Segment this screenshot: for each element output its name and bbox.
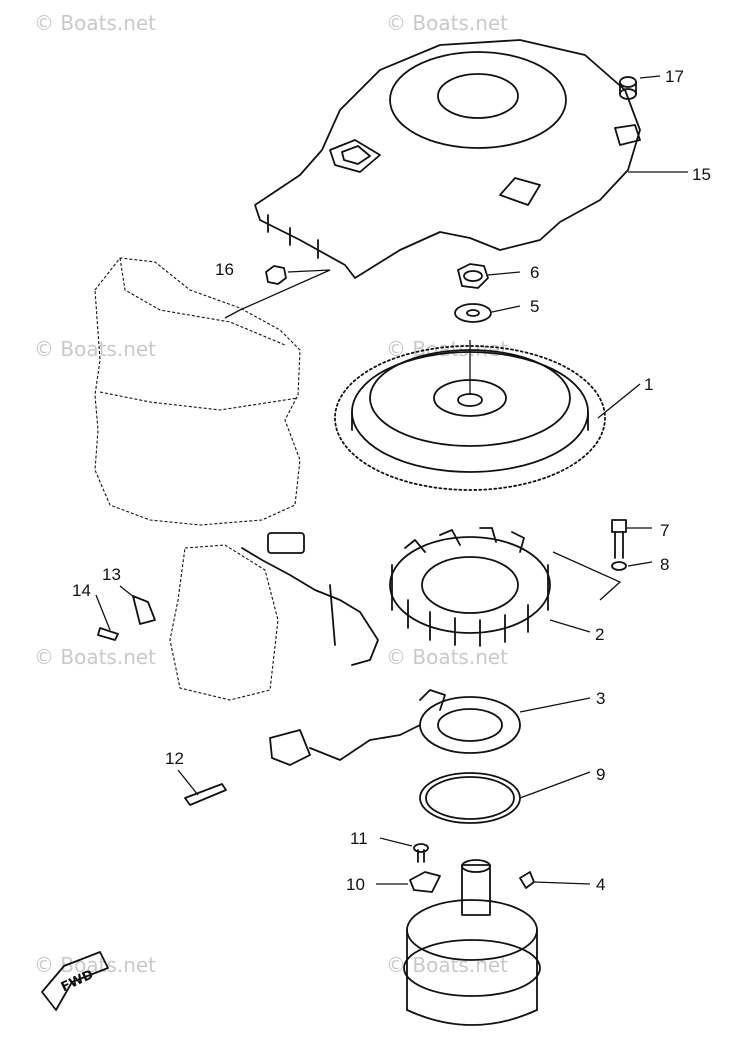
watermark-2: © Boats.net	[386, 11, 508, 35]
callout-4: 4	[596, 875, 605, 894]
bolt-7[interactable]	[611, 519, 627, 559]
grommet-17[interactable]	[619, 76, 637, 100]
key-4[interactable]	[519, 871, 535, 889]
screw-11[interactable]	[413, 843, 429, 863]
callout-12: 12	[165, 749, 184, 768]
flywheel-cover[interactable]	[254, 39, 641, 279]
watermark-4: © Boats.net	[386, 337, 508, 361]
engine-block-outline	[94, 257, 301, 701]
stator-2[interactable]	[389, 527, 551, 647]
wiring-harness	[241, 532, 379, 666]
callout-14: 14	[72, 581, 91, 600]
crankshaft-base	[403, 859, 541, 1026]
washer-8[interactable]	[611, 561, 627, 571]
screw-14[interactable]	[95, 594, 119, 641]
watermark-6: © Boats.net	[386, 645, 508, 669]
callout-16: 16	[215, 260, 234, 279]
callout-9: 9	[596, 765, 605, 784]
callout-1: 1	[644, 375, 653, 394]
callout-8: 8	[660, 555, 669, 574]
nut-16[interactable]	[265, 265, 287, 285]
callout-5: 5	[530, 297, 539, 316]
callout-13: 13	[102, 565, 121, 584]
callout-6: 6	[530, 263, 539, 282]
o-ring-9[interactable]	[419, 772, 521, 824]
callout-15: 15	[692, 165, 711, 184]
callouts: 17 15 16 6 5 1 7 8 2 3 9 4 11 10 12 13 1…	[72, 67, 711, 894]
washer-5[interactable]	[454, 303, 492, 323]
flywheel-nut-6[interactable]	[457, 263, 489, 289]
callout-3: 3	[596, 689, 605, 708]
callout-10: 10	[346, 875, 365, 894]
leader-lines	[119, 75, 688, 885]
watermark-3: © Boats.net	[34, 337, 156, 361]
clamp-13[interactable]	[132, 595, 156, 625]
callout-11: 11	[350, 829, 368, 848]
flywheel-1[interactable]	[334, 340, 606, 491]
watermark-5: © Boats.net	[34, 645, 156, 669]
clamp-10[interactable]	[409, 871, 441, 893]
watermark-1: © Boats.net	[34, 11, 156, 35]
pin-12[interactable]	[184, 783, 227, 806]
callout-17: 17	[665, 67, 684, 86]
pulser-coil-3[interactable]	[269, 689, 521, 766]
callout-7: 7	[660, 521, 669, 540]
callout-2: 2	[595, 625, 604, 644]
